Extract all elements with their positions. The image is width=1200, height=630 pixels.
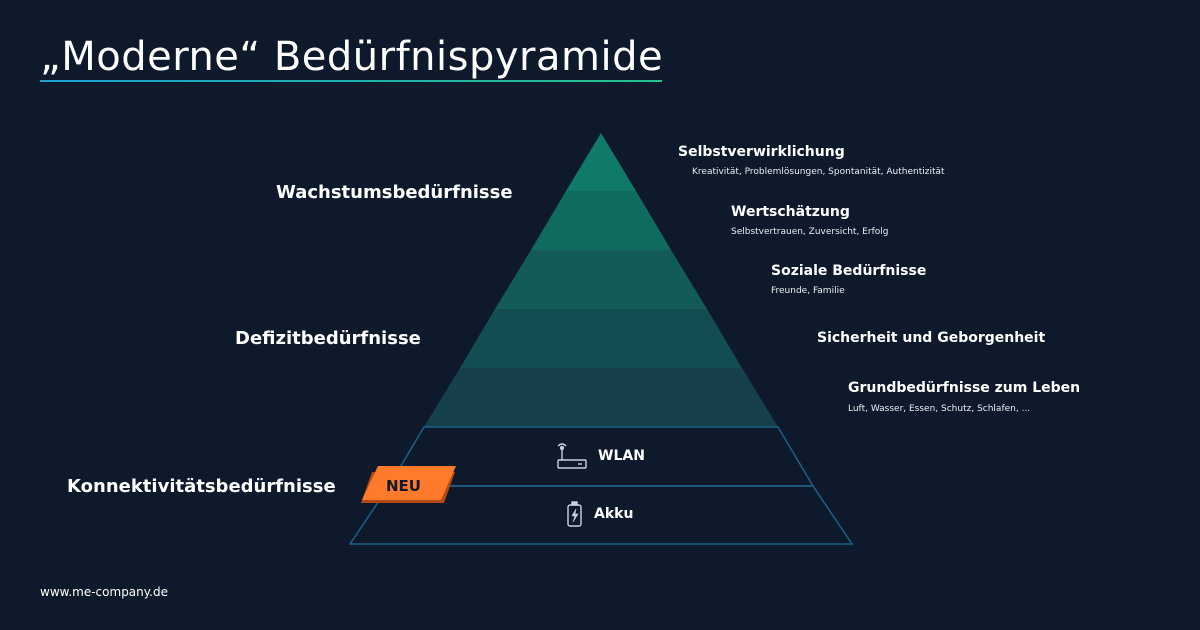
battery-icon bbox=[567, 501, 582, 527]
level-sub-social: Freunde, Familie bbox=[771, 286, 845, 296]
footer-url[interactable]: www.me-company.de bbox=[40, 585, 168, 599]
level-title-safety: Sicherheit und Geborgenheit bbox=[817, 330, 1046, 346]
level-title-self-actualization: Selbstverwirklichung bbox=[678, 144, 845, 160]
level-akku bbox=[348, 485, 854, 545]
level-social bbox=[495, 250, 707, 309]
new-badge bbox=[362, 466, 456, 500]
group-label-deficit: Defizitbedürfnisse bbox=[235, 328, 421, 349]
router-icon bbox=[557, 443, 587, 469]
group-label-connectivity: Konnektivitätsbedürfnisse bbox=[67, 476, 336, 497]
new-badge-label: NEU bbox=[386, 477, 421, 495]
level-title-social: Soziale Bedürfnisse bbox=[771, 263, 927, 279]
title-underline bbox=[40, 80, 662, 82]
level-title-basic: Grundbedürfnisse zum Leben bbox=[848, 380, 1081, 396]
level-label-wlan: WLAN bbox=[598, 448, 645, 464]
level-title-esteem: Wertschätzung bbox=[731, 204, 850, 220]
level-basic bbox=[424, 368, 778, 427]
level-self-actualization bbox=[566, 133, 636, 191]
level-sub-esteem: Selbstvertrauen, Zuversicht, Erfolg bbox=[731, 227, 889, 237]
level-label-akku: Akku bbox=[594, 506, 634, 522]
level-sub-basic: Luft, Wasser, Essen, Schutz, Schlafen, .… bbox=[848, 404, 1031, 414]
page-title: „Moderne“ Bedürfnispyramide bbox=[40, 34, 664, 80]
level-esteem bbox=[531, 191, 671, 250]
level-safety bbox=[460, 309, 742, 368]
group-label-growth: Wachstumsbedürfnisse bbox=[276, 182, 513, 203]
level-sub-self-actualization: Kreativität, Problemlösungen, Spontanitä… bbox=[692, 167, 945, 177]
